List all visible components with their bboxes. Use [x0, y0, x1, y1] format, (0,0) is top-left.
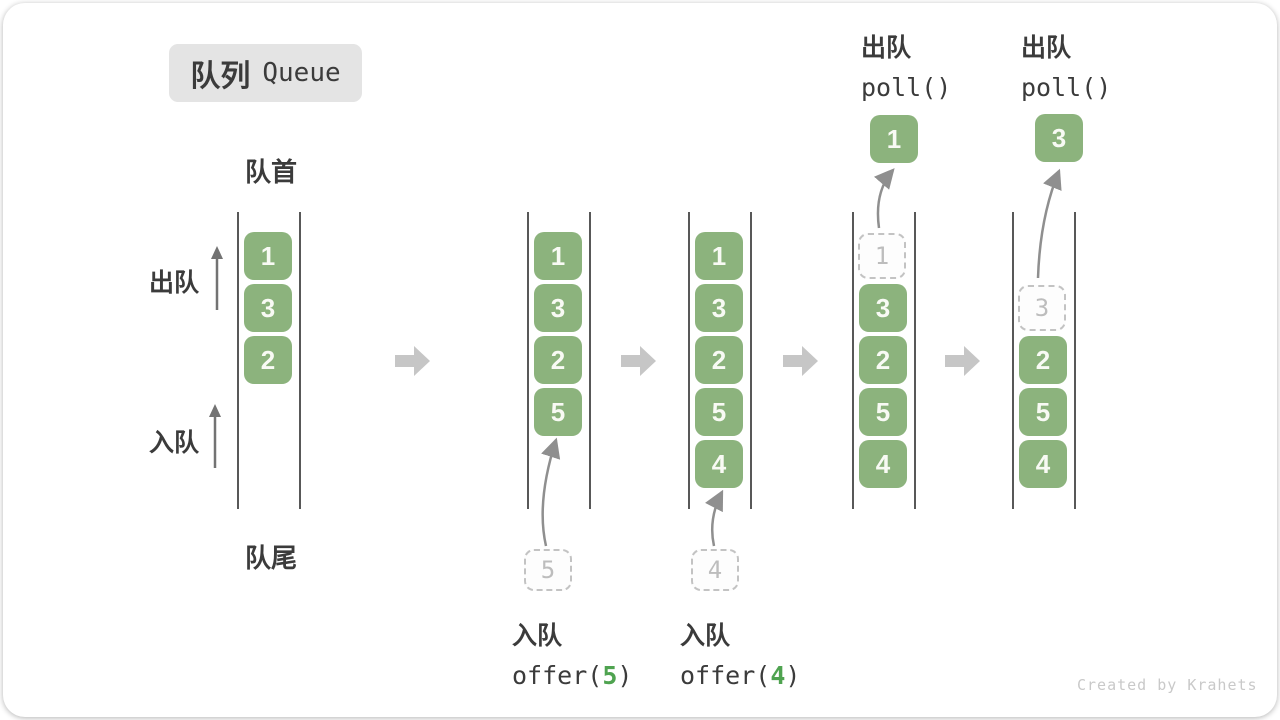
queue-wall — [527, 212, 529, 509]
queue-wall — [852, 212, 854, 509]
queue-element: 4 — [859, 440, 907, 488]
queue-element: 2 — [859, 336, 907, 384]
poll-operation-caption: 出队 poll() — [861, 28, 951, 102]
queue-element: 2 — [534, 336, 582, 384]
queue-element: 2 — [244, 336, 292, 384]
code-arg: 4 — [770, 661, 786, 690]
queue-element: 3 — [534, 284, 582, 332]
queue-element: 5 — [695, 388, 743, 436]
label-queue-front: 队首 — [244, 157, 297, 187]
queue-wall — [237, 212, 239, 509]
offer-action-label: 入队 — [680, 622, 731, 650]
title-badge: 队列 Queue — [169, 44, 362, 102]
code-arg: 5 — [602, 661, 618, 690]
code-pre: offer( — [512, 661, 603, 690]
poll-operation-caption: 出队 poll() — [1021, 28, 1111, 102]
queue-wall — [299, 212, 301, 509]
label-enqueue: 入队 — [149, 429, 200, 457]
queue-wall — [750, 212, 752, 509]
enqueue-arrow-icon — [541, 437, 561, 547]
code-pre: offer( — [680, 661, 771, 690]
dequeue-direction-arrow-icon — [211, 246, 223, 310]
enqueue-direction-arrow-icon — [209, 404, 221, 468]
offer-operation-caption: 入队 offer(5) — [512, 616, 632, 690]
offer-code-label: offer(5) — [512, 661, 632, 690]
dequeue-arrow-icon — [873, 168, 895, 229]
watermark: Created by Krahets — [1077, 676, 1258, 694]
polled-element: 1 — [870, 115, 918, 163]
queue-element: 1 — [244, 232, 292, 280]
removed-element-placeholder: 3 — [1018, 285, 1066, 331]
incoming-element-placeholder: 4 — [691, 549, 739, 591]
queue-element: 4 — [695, 440, 743, 488]
queue-element: 1 — [534, 232, 582, 280]
queue-element: 3 — [859, 284, 907, 332]
poll-code-label: poll() — [861, 73, 952, 102]
queue-wall — [914, 212, 916, 509]
transition-arrow-icon — [395, 346, 430, 376]
dequeue-arrow-icon — [1036, 168, 1062, 279]
queue-element: 5 — [534, 388, 582, 436]
queue-element: 2 — [695, 336, 743, 384]
polled-element: 3 — [1035, 114, 1083, 162]
poll-code-label: poll() — [1021, 73, 1112, 102]
queue-wall — [1012, 212, 1014, 509]
queue-element: 2 — [1019, 336, 1067, 384]
poll-action-label: 出队 — [1021, 34, 1072, 62]
queue-element: 4 — [1019, 440, 1067, 488]
queue-element: 3 — [695, 284, 743, 332]
title-zh: 队列 — [190, 60, 251, 93]
queue-wall — [1074, 212, 1076, 509]
transition-arrow-icon — [945, 346, 980, 376]
title-en: Queue — [262, 58, 341, 88]
transition-arrow-icon — [783, 346, 818, 376]
queue-element: 5 — [859, 388, 907, 436]
offer-action-label: 入队 — [512, 622, 563, 650]
removed-element-placeholder: 1 — [858, 233, 906, 279]
incoming-element-placeholder: 5 — [524, 549, 572, 591]
queue-element: 3 — [244, 284, 292, 332]
label-queue-rear: 队尾 — [244, 543, 297, 573]
offer-code-label: offer(4) — [680, 661, 800, 690]
queue-element: 5 — [1019, 388, 1067, 436]
queue-element: 1 — [695, 232, 743, 280]
code-post: ) — [617, 661, 633, 690]
queue-wall — [589, 212, 591, 509]
poll-action-label: 出队 — [861, 34, 912, 62]
code-post: ) — [785, 661, 801, 690]
transition-arrow-icon — [621, 346, 656, 376]
label-dequeue: 出队 — [149, 269, 200, 297]
enqueue-arrow-icon — [705, 489, 724, 547]
offer-operation-caption: 入队 offer(4) — [680, 616, 800, 690]
queue-wall — [688, 212, 690, 509]
